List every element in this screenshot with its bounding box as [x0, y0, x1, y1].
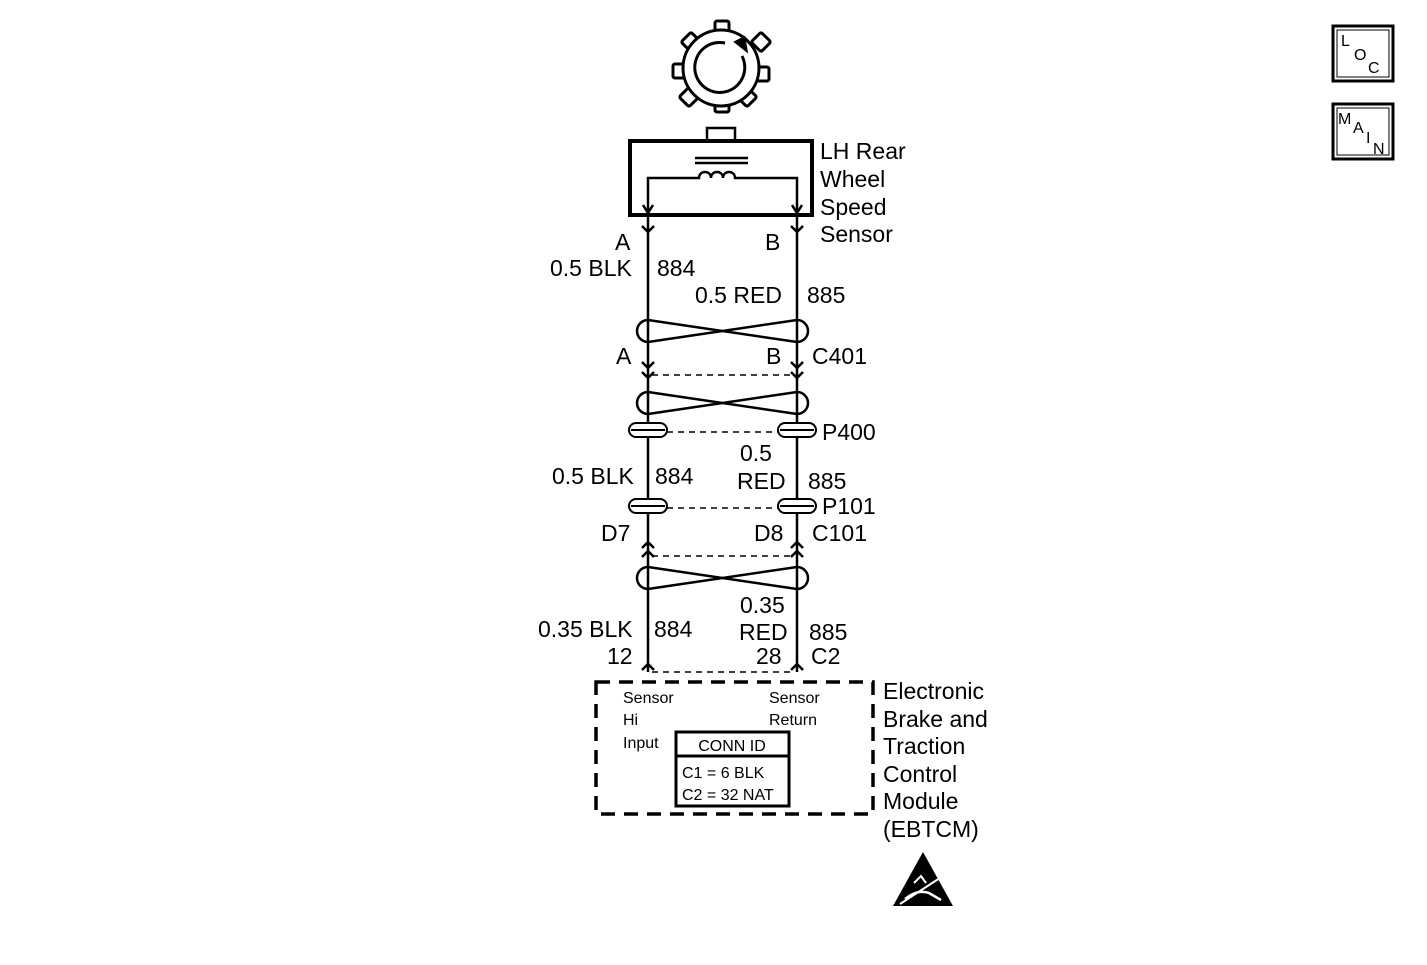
- c101-connector-marks: [641, 540, 804, 558]
- main-letter-a: A: [1353, 120, 1364, 137]
- module-name-line-2: Brake and: [883, 706, 988, 732]
- esd-warning-icon: [893, 852, 953, 906]
- loc-letter-o: O: [1354, 47, 1366, 64]
- reluctor-wheel-icon: [671, 19, 772, 114]
- wire-885-gauge-mid-line-1: 0.5: [740, 440, 772, 466]
- wire-884-gauge-bottom: 0.35 BLK: [538, 616, 633, 642]
- conn-id-row-2: C2 = 32 NAT: [682, 787, 774, 804]
- wire-885-circuit-top: 885: [807, 282, 845, 308]
- module-left-pin-label-3: Input: [623, 735, 659, 752]
- loc-letter-c: C: [1368, 60, 1380, 77]
- wire-885-circuit-bottom: 885: [809, 619, 847, 645]
- main-letter-n: N: [1373, 141, 1385, 158]
- c101-pin-left: D7: [601, 520, 630, 546]
- c101-name: C101: [812, 520, 867, 546]
- module-left-pin-label-1: Sensor: [623, 690, 674, 707]
- sensor-name-line-1: LH Rear: [820, 138, 906, 164]
- conn-id-table: [674, 730, 791, 808]
- sensor-pin-b: B: [765, 229, 780, 255]
- coil-icon: [641, 156, 804, 216]
- sensor-connector-marks: [641, 225, 804, 234]
- conn-id-row-1: C1 = 6 BLK: [682, 765, 765, 782]
- wire-885-gauge-bottom-line-2: RED: [739, 619, 788, 645]
- p400-name: P400: [822, 419, 876, 445]
- p101-name: P101: [822, 493, 876, 519]
- wire-884-gauge-top: 0.5 BLK: [550, 255, 632, 281]
- module-name-line-3: Traction: [883, 733, 965, 759]
- c401-pin-b: B: [766, 343, 781, 369]
- module-left-pin-label-2: Hi: [623, 712, 638, 729]
- module-name-line-5: Module: [883, 788, 958, 814]
- module-name-line-4: Control: [883, 761, 957, 787]
- c401-pin-a: A: [616, 343, 632, 369]
- module-right-pin-label-2: Return: [769, 712, 817, 729]
- main-button[interactable]: M A I N: [1331, 102, 1395, 161]
- wire-884-circuit-bottom: 884: [654, 616, 693, 642]
- wire-884-circuit-mid: 884: [655, 463, 694, 489]
- c401-name: C401: [812, 343, 867, 369]
- c2-connector-name: C2: [811, 643, 840, 669]
- sensor-pin-a: A: [615, 229, 631, 255]
- twisted-pair-icon: [635, 565, 810, 591]
- sensor-name-line-2: Wheel: [820, 166, 885, 192]
- module-right-pin-label-1: Sensor: [769, 690, 820, 707]
- loc-button[interactable]: L O C: [1331, 24, 1395, 83]
- main-letter-m: M: [1338, 111, 1351, 128]
- main-letter-i: I: [1366, 130, 1370, 147]
- c2-pin-left: 12: [607, 643, 633, 669]
- wire-885-circuit-mid: 885: [808, 468, 846, 494]
- c2-connector-marks: [641, 662, 804, 673]
- conn-id-title: CONN ID: [698, 738, 766, 755]
- sensor-name-line-4: Sensor: [820, 221, 893, 247]
- c401-connector-marks: [641, 361, 804, 380]
- module-name-line-1: Electronic: [883, 678, 984, 704]
- sensor-name-line-3: Speed: [820, 194, 887, 220]
- twisted-pair-icon: [635, 390, 810, 416]
- c2-pin-right: 28: [756, 643, 782, 669]
- p101-grommet: [628, 498, 817, 514]
- wire-885-gauge-bottom-line-1: 0.35: [740, 592, 785, 618]
- wire-884-gauge-mid: 0.5 BLK: [552, 463, 634, 489]
- wire-885-gauge-top: 0.5 RED: [695, 282, 782, 308]
- p400-grommet: [628, 422, 817, 438]
- ebtcm-module-box: [594, 680, 875, 816]
- loc-letter-l: L: [1341, 33, 1350, 50]
- twisted-pair-icon: [635, 318, 810, 344]
- module-name-line-6: (EBTCM): [883, 816, 979, 842]
- wire-885-gauge-mid-line-2: RED: [737, 468, 786, 494]
- c101-pin-right: D8: [754, 520, 783, 546]
- wire-884-circuit-top: 884: [657, 255, 696, 281]
